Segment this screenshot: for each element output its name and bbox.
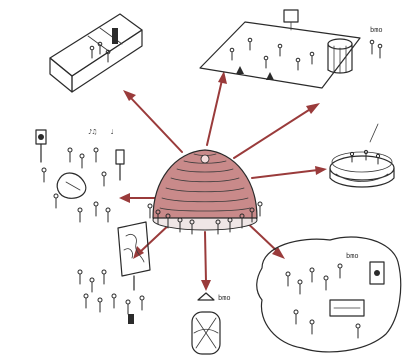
arrow-to-platform-right xyxy=(233,103,320,159)
capsule-bmo-label: bmo xyxy=(218,294,231,302)
container-room-icon xyxy=(49,13,143,93)
lounge-cloud-icon: bmo xyxy=(256,236,402,353)
projection-screen-icon xyxy=(77,221,151,324)
lounge-bmo-label: bmo xyxy=(346,252,359,260)
svg-text:bmo: bmo xyxy=(370,26,383,34)
arrow-to-field xyxy=(206,71,227,146)
arrow-to-container xyxy=(123,90,183,153)
svg-text:bmo: bmo xyxy=(346,252,359,260)
arrow-to-capsule xyxy=(201,231,211,291)
arrow-to-screen xyxy=(133,221,173,259)
arena-ring-icon xyxy=(329,123,395,188)
field-platform-icon: bmo xyxy=(199,9,383,89)
arrow-to-arena xyxy=(251,166,327,179)
music-stage-icon: ♪♫ ♩ xyxy=(35,128,125,223)
music-note-icon: ♩ xyxy=(110,128,114,136)
dome-pavilion-icon xyxy=(147,149,263,235)
field-drum-icon xyxy=(327,38,353,74)
field-bmo-label: bmo xyxy=(370,26,383,34)
capsule-pod-icon: bmo xyxy=(191,292,231,355)
svg-text:bmo: bmo xyxy=(218,294,231,302)
music-notes-icon: ♪♫ xyxy=(88,128,96,136)
